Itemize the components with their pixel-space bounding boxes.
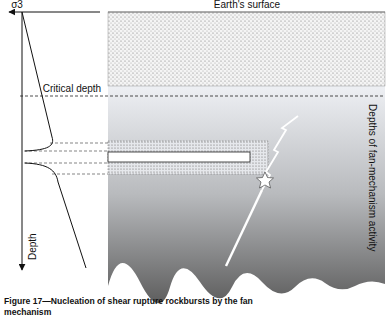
- nucleation-star: [257, 172, 274, 188]
- near-surface-layer: [108, 12, 385, 86]
- stress-symbol: σ3: [11, 0, 23, 11]
- zone-label: Depths of fan-mechanism activity: [367, 104, 379, 251]
- surface-label: Earth's surface: [214, 0, 280, 11]
- surface-line: [108, 12, 385, 13]
- stress-profile: [22, 12, 86, 268]
- excavation: [108, 152, 250, 162]
- figure-caption: Figure 17—Nucleation of shear rupture ro…: [4, 296, 274, 318]
- critical-depth-line: [20, 96, 385, 97]
- stress-axis: [9, 12, 100, 13]
- depth-axis: [22, 12, 23, 270]
- fault-line: [226, 190, 262, 266]
- rock-mass: [108, 86, 385, 303]
- critical-depth-label: Critical depth: [43, 83, 101, 95]
- axis-label: Depth: [26, 234, 38, 261]
- projection-lines: [24, 143, 108, 174]
- fractured-zone: [108, 141, 268, 174]
